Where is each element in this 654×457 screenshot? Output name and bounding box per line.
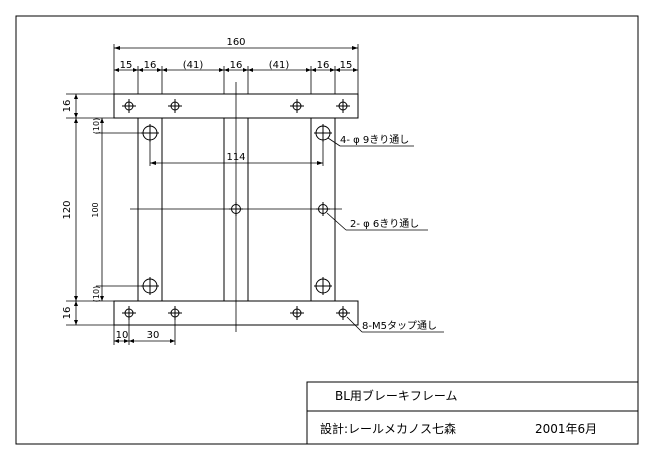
dim-seg-left2: 16 <box>144 60 157 71</box>
dim-overall-width: 160 <box>226 37 245 48</box>
note-holes-6: 2- φ 6きり通し <box>350 218 419 230</box>
dim-seg-right2: 16 <box>317 60 330 71</box>
dim-seg-right: 15 <box>340 60 353 71</box>
through-hole-9 <box>141 277 159 295</box>
dim-seg-center: 16 <box>230 60 243 71</box>
note-taps-m5: 8-M5タップ通し <box>362 320 437 332</box>
tap-hole <box>168 99 182 113</box>
through-hole-9 <box>141 124 159 142</box>
arrowheads <box>74 46 358 343</box>
tap-hole <box>122 306 136 320</box>
dim-seg-left: 15 <box>120 60 133 71</box>
dimension-labels: 160 15 16 (41) 16 (41) 16 15 16 120 16 1… <box>62 37 352 341</box>
through-hole-6 <box>316 202 330 216</box>
right-column <box>310 117 336 302</box>
dim-bottom-spacing: 30 <box>147 330 160 341</box>
dim-inner-height: 100 <box>91 202 100 217</box>
tap-hole <box>168 306 182 320</box>
hole-notes: 4- φ 9きり通し 2- φ 6きり通し 8-M5タップ通し <box>340 134 437 332</box>
dimension-lines <box>66 44 359 345</box>
through-hole-9 <box>314 124 332 142</box>
dim-overall-height: 120 <box>62 200 73 219</box>
through-hole-9 <box>314 277 332 295</box>
dim-hole-offset-top: (10) <box>92 118 101 134</box>
holes <box>122 99 350 320</box>
dim-hole-pitch: 114 <box>226 152 245 163</box>
sheet-border <box>15 15 639 445</box>
tap-hole <box>290 99 304 113</box>
dim-hole-offset-bottom: (10) <box>92 286 101 302</box>
title-date: 2001年6月 <box>535 422 597 436</box>
title-drawing-name: BL用ブレーキフレーム <box>335 388 458 403</box>
note-holes-9: 4- φ 9きり通し <box>340 134 409 146</box>
tap-hole <box>336 99 350 113</box>
dim-seg-center-left: (41) <box>183 60 204 71</box>
left-column <box>137 117 163 302</box>
through-hole-6 <box>229 202 243 216</box>
title-designer: 設計:レールメカノス七森 <box>320 421 456 436</box>
leader-lines <box>326 137 444 333</box>
tap-hole <box>122 99 136 113</box>
tap-hole <box>336 306 350 320</box>
tap-hole <box>290 306 304 320</box>
title-block <box>306 381 639 445</box>
dim-seg-center-right: (41) <box>269 60 290 71</box>
dim-bottom-offset: 10 <box>116 330 129 341</box>
dim-top-plate: 16 <box>62 100 73 113</box>
dim-bottom-plate: 16 <box>62 307 73 320</box>
